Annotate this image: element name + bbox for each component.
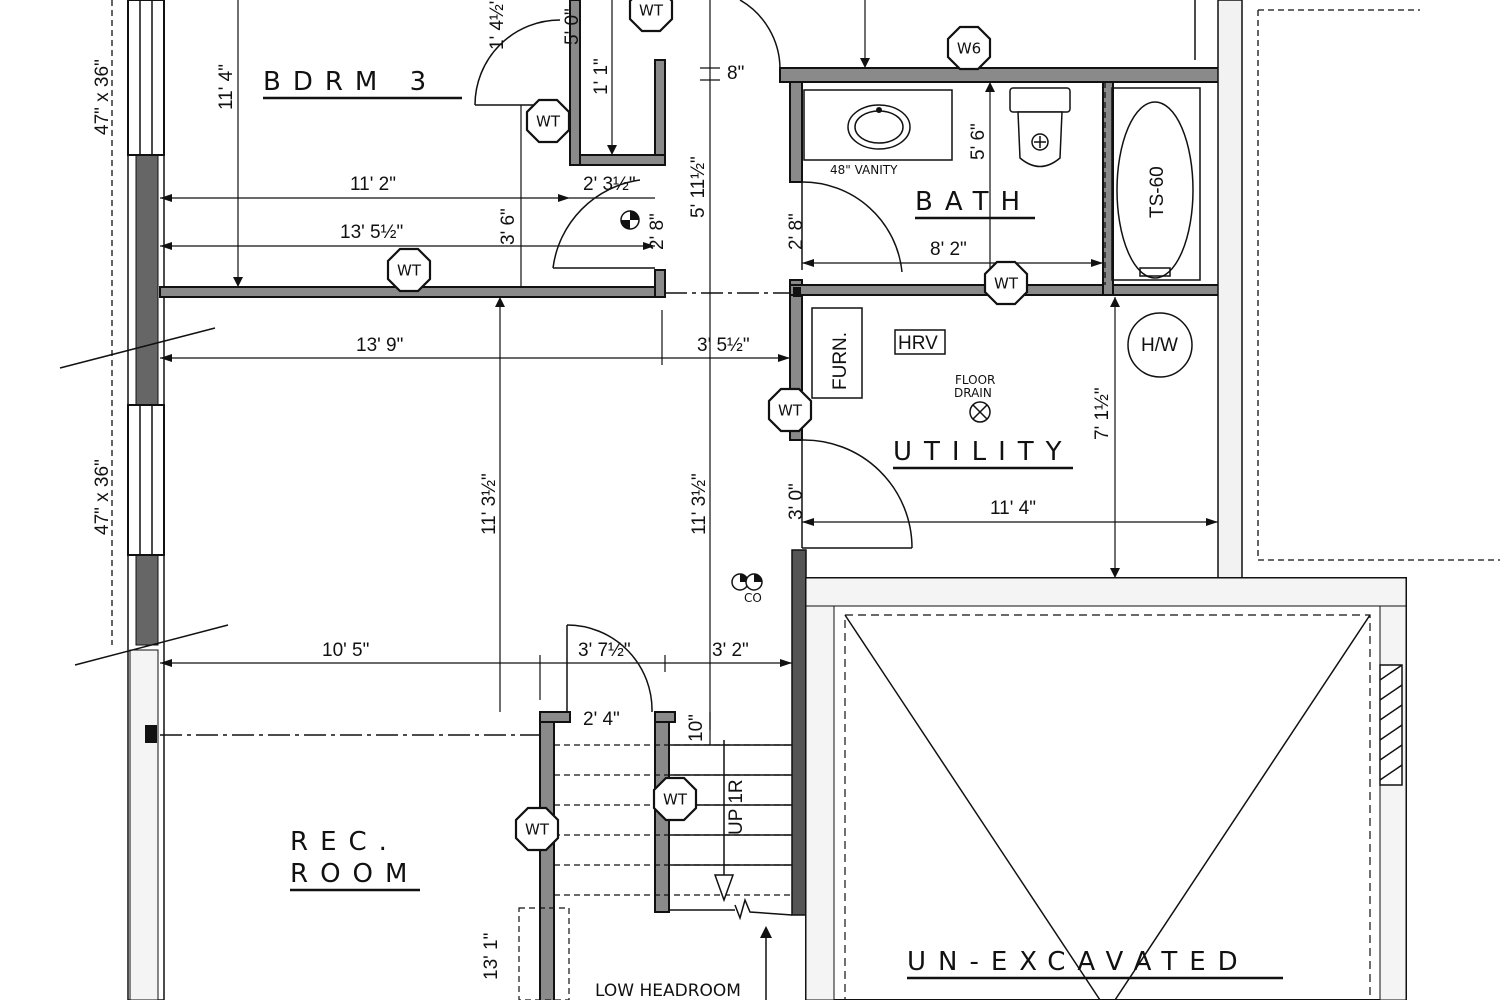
svg-text:WT: WT [536,113,561,131]
door-hall-top [739,0,781,69]
section-cut-line [74,624,229,666]
svg-text:WT: WT [397,262,422,280]
dim-8in: 8" [727,63,744,84]
window-size-upper: 47" x 36" [92,59,113,135]
svg-text:WT: WT [778,402,803,420]
dim-11-3half-a: 11' 3½" [479,473,500,535]
window-size-lower: 47" x 36" [92,459,113,535]
wall-tag-w6: W6 [946,25,992,71]
wall-tub [1102,81,1114,296]
bathtub [1104,82,1201,285]
door-stair [566,624,653,713]
dim-2-3half: 2' 3½" [583,174,636,195]
vanity [803,89,953,161]
room-label-rec-1: REC. [290,827,399,857]
room-label-bath: BATH [915,187,1032,217]
low-headroom-label: LOW HEADROOM [595,981,741,1000]
stair-label: UP 1R [726,779,747,835]
post-marker [793,287,801,297]
room-label-utility: UTILITY [893,437,1074,467]
dim-2-8-bath: 2' 8" [786,213,807,250]
vanity-label: 48" VANITY [830,163,898,177]
dimension-lines [160,0,1218,745]
svg-text:WT: WT [525,821,550,839]
wall-stub [654,269,666,298]
wall-closet-east [654,59,666,166]
dim-8-2: 8' 2" [930,239,967,260]
door-utility [801,439,913,549]
wall-tag-wt: WT [514,806,560,852]
svg-text:WT: WT [994,275,1019,293]
svg-text:WT: WT [639,2,664,20]
dim-3-6: 3' 6" [498,208,519,245]
dim-10-5: 10' 5" [322,640,369,661]
post-marker [145,725,157,743]
wall-tag-wt: WT [983,260,1029,306]
dim-5-11half: 5' 11½" [688,156,709,218]
dim-13-9: 13' 9" [356,335,403,356]
hot-water-label: H/W [1141,335,1178,356]
co-label: CO [744,591,762,605]
left-exterior-wall [111,0,165,1000]
door-bath [801,181,903,273]
wall-closet-south [569,154,666,166]
dim-2-4: 2' 4" [583,709,620,730]
wall-bath-north [779,67,1221,83]
floor-drain-label-2: DRAIN [954,386,992,400]
door-closet [552,179,655,269]
wall-stair-east [791,549,807,916]
room-label-rec-2: ROOM [290,859,419,889]
dim-2-8-closet: 2' 8" [647,213,668,250]
dim-3-5half: 3' 5½" [697,335,750,356]
dim-1-1: 1' 1" [591,58,612,95]
wall-stair-top-right [654,711,676,723]
dim-13-1: 13' 1" [481,933,502,980]
section-cut-line [59,327,216,369]
floor-drain-icon [969,401,991,423]
toilet [1009,87,1071,168]
co-detector-icon [731,573,763,591]
dim-3-2: 3' 2" [712,640,749,661]
dim-3-0: 3' 0" [786,483,807,520]
smoke-detector-icon [620,210,640,230]
dim-11-2: 11' 2" [350,174,396,195]
wall-tag-wt: WT [525,98,571,144]
furnace-label: FURN. [830,332,851,390]
furnace [811,307,863,399]
dim-10in: 10" [686,714,707,742]
room-label-unexcavated: UN-EXCAVATED [907,947,1250,977]
room-label-bedroom: BDRM 3 [263,67,438,97]
dim-7-1half: 7' 1½" [1092,387,1113,440]
unexcavated-area [805,577,1407,1000]
hrv-box [894,329,946,355]
window-upper [127,0,165,156]
dim-11-4-h: 11' 4" [990,498,1036,519]
wall-tag-wt: WT [767,387,813,433]
dim-5-0: 5' 0" [562,8,583,45]
dim-11-3half-b: 11' 3½" [689,473,710,535]
dim-5-6: 5' 6" [968,123,989,160]
hot-water-tank [1127,312,1193,378]
hrv-label: HRV [898,333,938,354]
window-lower [127,404,165,556]
wall-closet-west [569,0,581,166]
svg-text:W6: W6 [957,40,981,58]
floor-drain-label-1: FLOOR [955,373,995,387]
wall-stair-top-left [539,711,571,723]
wall-tag-wt: WT [652,776,698,822]
dim-11-4-v: 11' 4" [216,64,237,110]
wall-tag-wt: WT [628,0,674,33]
wall-tag-wt: WT [386,247,432,293]
wall-stair-west [539,711,555,1000]
dim-1-4half: 1' 4½" [487,0,508,50]
dim-3-7half: 3' 7½" [578,640,631,661]
right-foundation [1194,0,1500,579]
svg-text:WT: WT [663,791,688,809]
tub-label: TS-60 [1147,166,1168,218]
dim-13-5half: 13' 5½" [340,222,403,243]
wall-bath-west [789,81,803,183]
